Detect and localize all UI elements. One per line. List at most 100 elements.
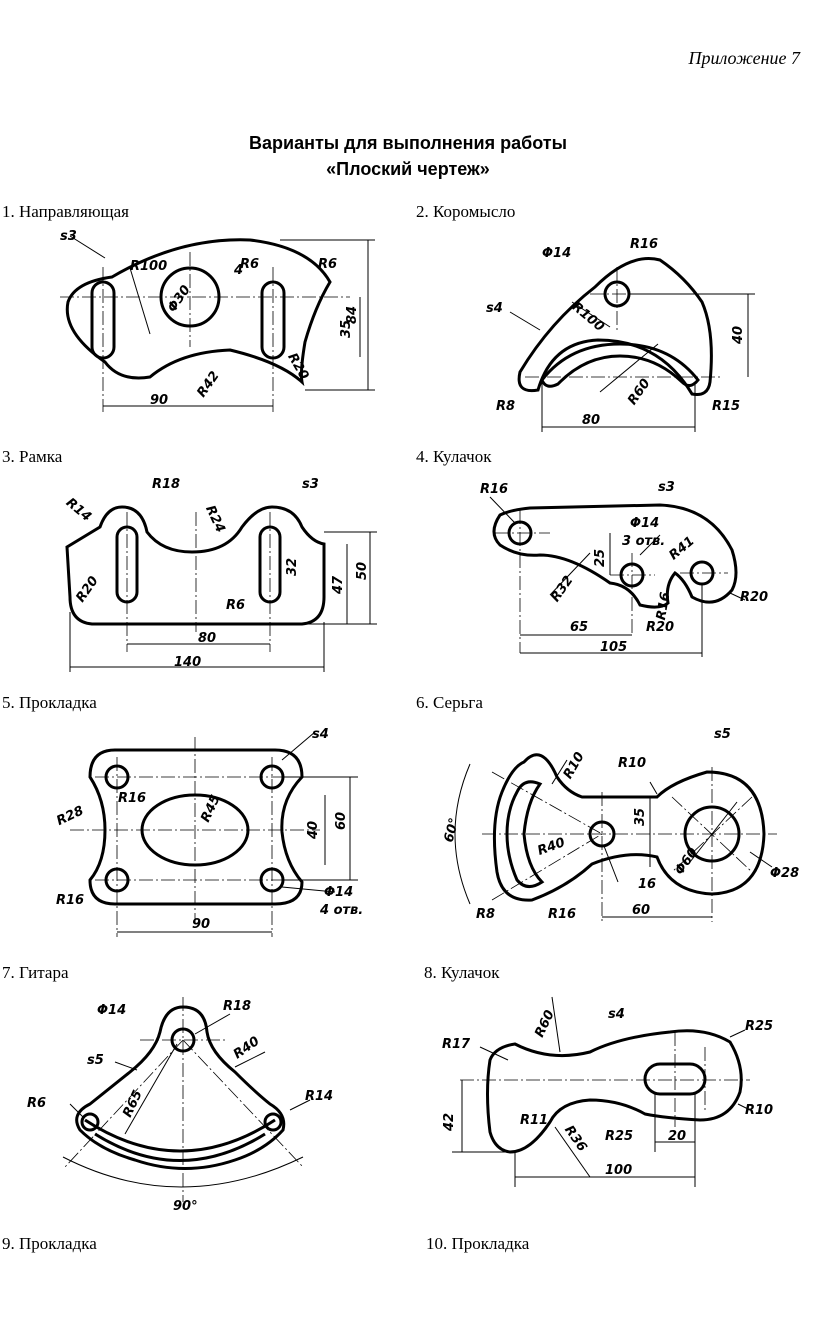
label-h40: 40 bbox=[731, 326, 746, 345]
label-w80: 80 bbox=[582, 413, 600, 428]
label-h84: 84 bbox=[345, 306, 360, 324]
label-r16: R16 bbox=[548, 907, 576, 922]
label-w60: 60 bbox=[632, 903, 650, 918]
label-r11: R11 bbox=[520, 1113, 548, 1128]
caption-variant-10: 10. Прокладка bbox=[426, 1234, 530, 1253]
label-d60: Φ60 bbox=[672, 845, 701, 877]
label-w140: 140 bbox=[174, 655, 201, 670]
label-r6: R6 bbox=[27, 1096, 46, 1111]
label-r40: R40 bbox=[536, 835, 568, 859]
caption-variant-3: 3. Рамка bbox=[2, 447, 63, 466]
label-r24: R24 bbox=[202, 503, 227, 535]
caption-variant-4: 4. Кулачок bbox=[416, 447, 492, 466]
drawing-guitar: Φ14 R18 s5 R40 R6 R65 R14 90° bbox=[27, 997, 333, 1214]
label-h32: 32 bbox=[285, 558, 300, 576]
label-r42: R42 bbox=[194, 369, 222, 401]
label-s: s4 bbox=[486, 301, 503, 316]
label-w90: 90 bbox=[192, 917, 210, 932]
label-h25: 25 bbox=[593, 549, 608, 567]
caption-variant-5: 5. Прокладка bbox=[2, 693, 97, 712]
label-r15: R15 bbox=[712, 399, 740, 414]
label-r14: R14 bbox=[305, 1089, 333, 1104]
caption-variant-8: 8. Кулачок bbox=[424, 963, 500, 982]
drawing-guide: s3 R100 Φ30 4 R6 R6 R20 R42 90 35 84 bbox=[60, 229, 375, 412]
label-r16: R16 bbox=[630, 237, 658, 252]
page-subtitle: «Плоский чертеж» bbox=[326, 159, 490, 179]
label-r16: R16 bbox=[480, 482, 508, 497]
label-s: s3 bbox=[60, 229, 77, 244]
label-w80: 80 bbox=[198, 631, 216, 646]
label-w20: 20 bbox=[668, 1129, 686, 1144]
label-r6a: R6 bbox=[240, 257, 259, 272]
label-r6: R6 bbox=[226, 598, 245, 613]
label-r20b: R20 bbox=[740, 590, 768, 605]
caption-variant-6: 6. Серьга bbox=[416, 693, 483, 712]
label-h35: 35 bbox=[633, 808, 648, 826]
label-w65: 65 bbox=[570, 620, 588, 635]
label-d14: Φ14 bbox=[97, 1003, 126, 1018]
label-r8: R8 bbox=[476, 907, 495, 922]
drawing-cam: R16 s3 Φ14 3 отв. R41 25 R32 R16 R20 R20… bbox=[480, 480, 768, 657]
caption-variant-7: 7. Гитара bbox=[2, 963, 69, 982]
label-h40: 40 bbox=[306, 821, 321, 840]
label-w16: 16 bbox=[638, 877, 656, 892]
label-a60: 60° bbox=[442, 816, 463, 844]
drawing-gasket-1: s4 R28 R16 R45 40 60 R16 Φ14 4 отв. 90 bbox=[54, 727, 363, 937]
caption-variant-1: 1. Направляющая bbox=[2, 202, 130, 221]
label-s: s5 bbox=[87, 1053, 104, 1068]
label-r100: R100 bbox=[130, 259, 167, 274]
label-r20: R20 bbox=[73, 574, 101, 606]
label-h60: 60 bbox=[334, 812, 349, 830]
label-r14: R14 bbox=[63, 495, 94, 525]
label-h47: 47 bbox=[331, 575, 346, 595]
label-holes: 3 отв. bbox=[622, 534, 665, 549]
label-r25b: R25 bbox=[605, 1129, 633, 1144]
label-r40: R40 bbox=[231, 1034, 263, 1062]
drawing-earring: s5 R10 R10 60° R40 35 Φ60 Φ28 16 R8 R16 … bbox=[442, 727, 799, 922]
drawing-rocker: Φ14 R16 s4 R100 40 R8 R60 R15 80 bbox=[486, 237, 755, 432]
caption-variant-2: 2. Коромысло bbox=[416, 202, 516, 221]
label-s: s3 bbox=[658, 480, 675, 495]
label-r6b: R6 bbox=[318, 257, 337, 272]
page-title: Варианты для выполнения работы bbox=[249, 133, 567, 153]
label-r45: R45 bbox=[198, 793, 223, 825]
label-h50: 50 bbox=[355, 562, 370, 580]
label-d28: Φ28 bbox=[770, 866, 799, 881]
appendix-label: Приложение 7 bbox=[688, 48, 800, 68]
label-s: s5 bbox=[714, 727, 731, 742]
label-d14: Φ14 bbox=[324, 885, 353, 900]
label-r16b: R16 bbox=[56, 893, 84, 908]
label-r10b: R10 bbox=[618, 756, 646, 771]
drawing-cam-2: R60 s4 R25 R17 42 R11 R36 R25 20 R10 100 bbox=[442, 996, 773, 1187]
label-r100: R100 bbox=[569, 299, 607, 334]
label-r20a: R20 bbox=[646, 620, 674, 635]
label-r16b: R16 bbox=[654, 591, 674, 621]
label-r8: R8 bbox=[496, 399, 515, 414]
label-a90: 90° bbox=[173, 1199, 198, 1214]
label-holes: 4 отв. bbox=[319, 903, 363, 918]
label-d30: Φ30 bbox=[165, 283, 194, 315]
label-s: s4 bbox=[608, 1007, 625, 1022]
label-r60: R60 bbox=[532, 1008, 557, 1040]
label-r60: R60 bbox=[625, 376, 653, 408]
label-r10: R10 bbox=[745, 1103, 773, 1118]
label-r36: R36 bbox=[561, 1123, 589, 1155]
label-h35: 35 bbox=[339, 320, 354, 338]
label-r17: R17 bbox=[442, 1037, 471, 1052]
label-r20: R20 bbox=[284, 351, 311, 383]
label-r16a: R16 bbox=[118, 791, 146, 806]
label-s: s3 bbox=[302, 477, 319, 492]
drawing-frame: R18 s3 R14 R24 R20 R6 32 47 50 80 140 bbox=[63, 477, 377, 672]
label-h42: 42 bbox=[442, 1113, 457, 1132]
label-r10a: R10 bbox=[561, 750, 588, 782]
label-w105: 105 bbox=[600, 640, 627, 655]
label-w90: 90 bbox=[150, 393, 168, 408]
label-r41: R41 bbox=[666, 534, 697, 564]
caption-variant-9: 9. Прокладка bbox=[2, 1234, 97, 1253]
label-s: s4 bbox=[312, 727, 329, 742]
label-r28: R28 bbox=[54, 803, 86, 828]
label-r25a: R25 bbox=[745, 1019, 773, 1034]
label-r18: R18 bbox=[223, 999, 251, 1014]
label-d14: Φ14 bbox=[630, 516, 659, 531]
label-w100: 100 bbox=[605, 1163, 632, 1178]
